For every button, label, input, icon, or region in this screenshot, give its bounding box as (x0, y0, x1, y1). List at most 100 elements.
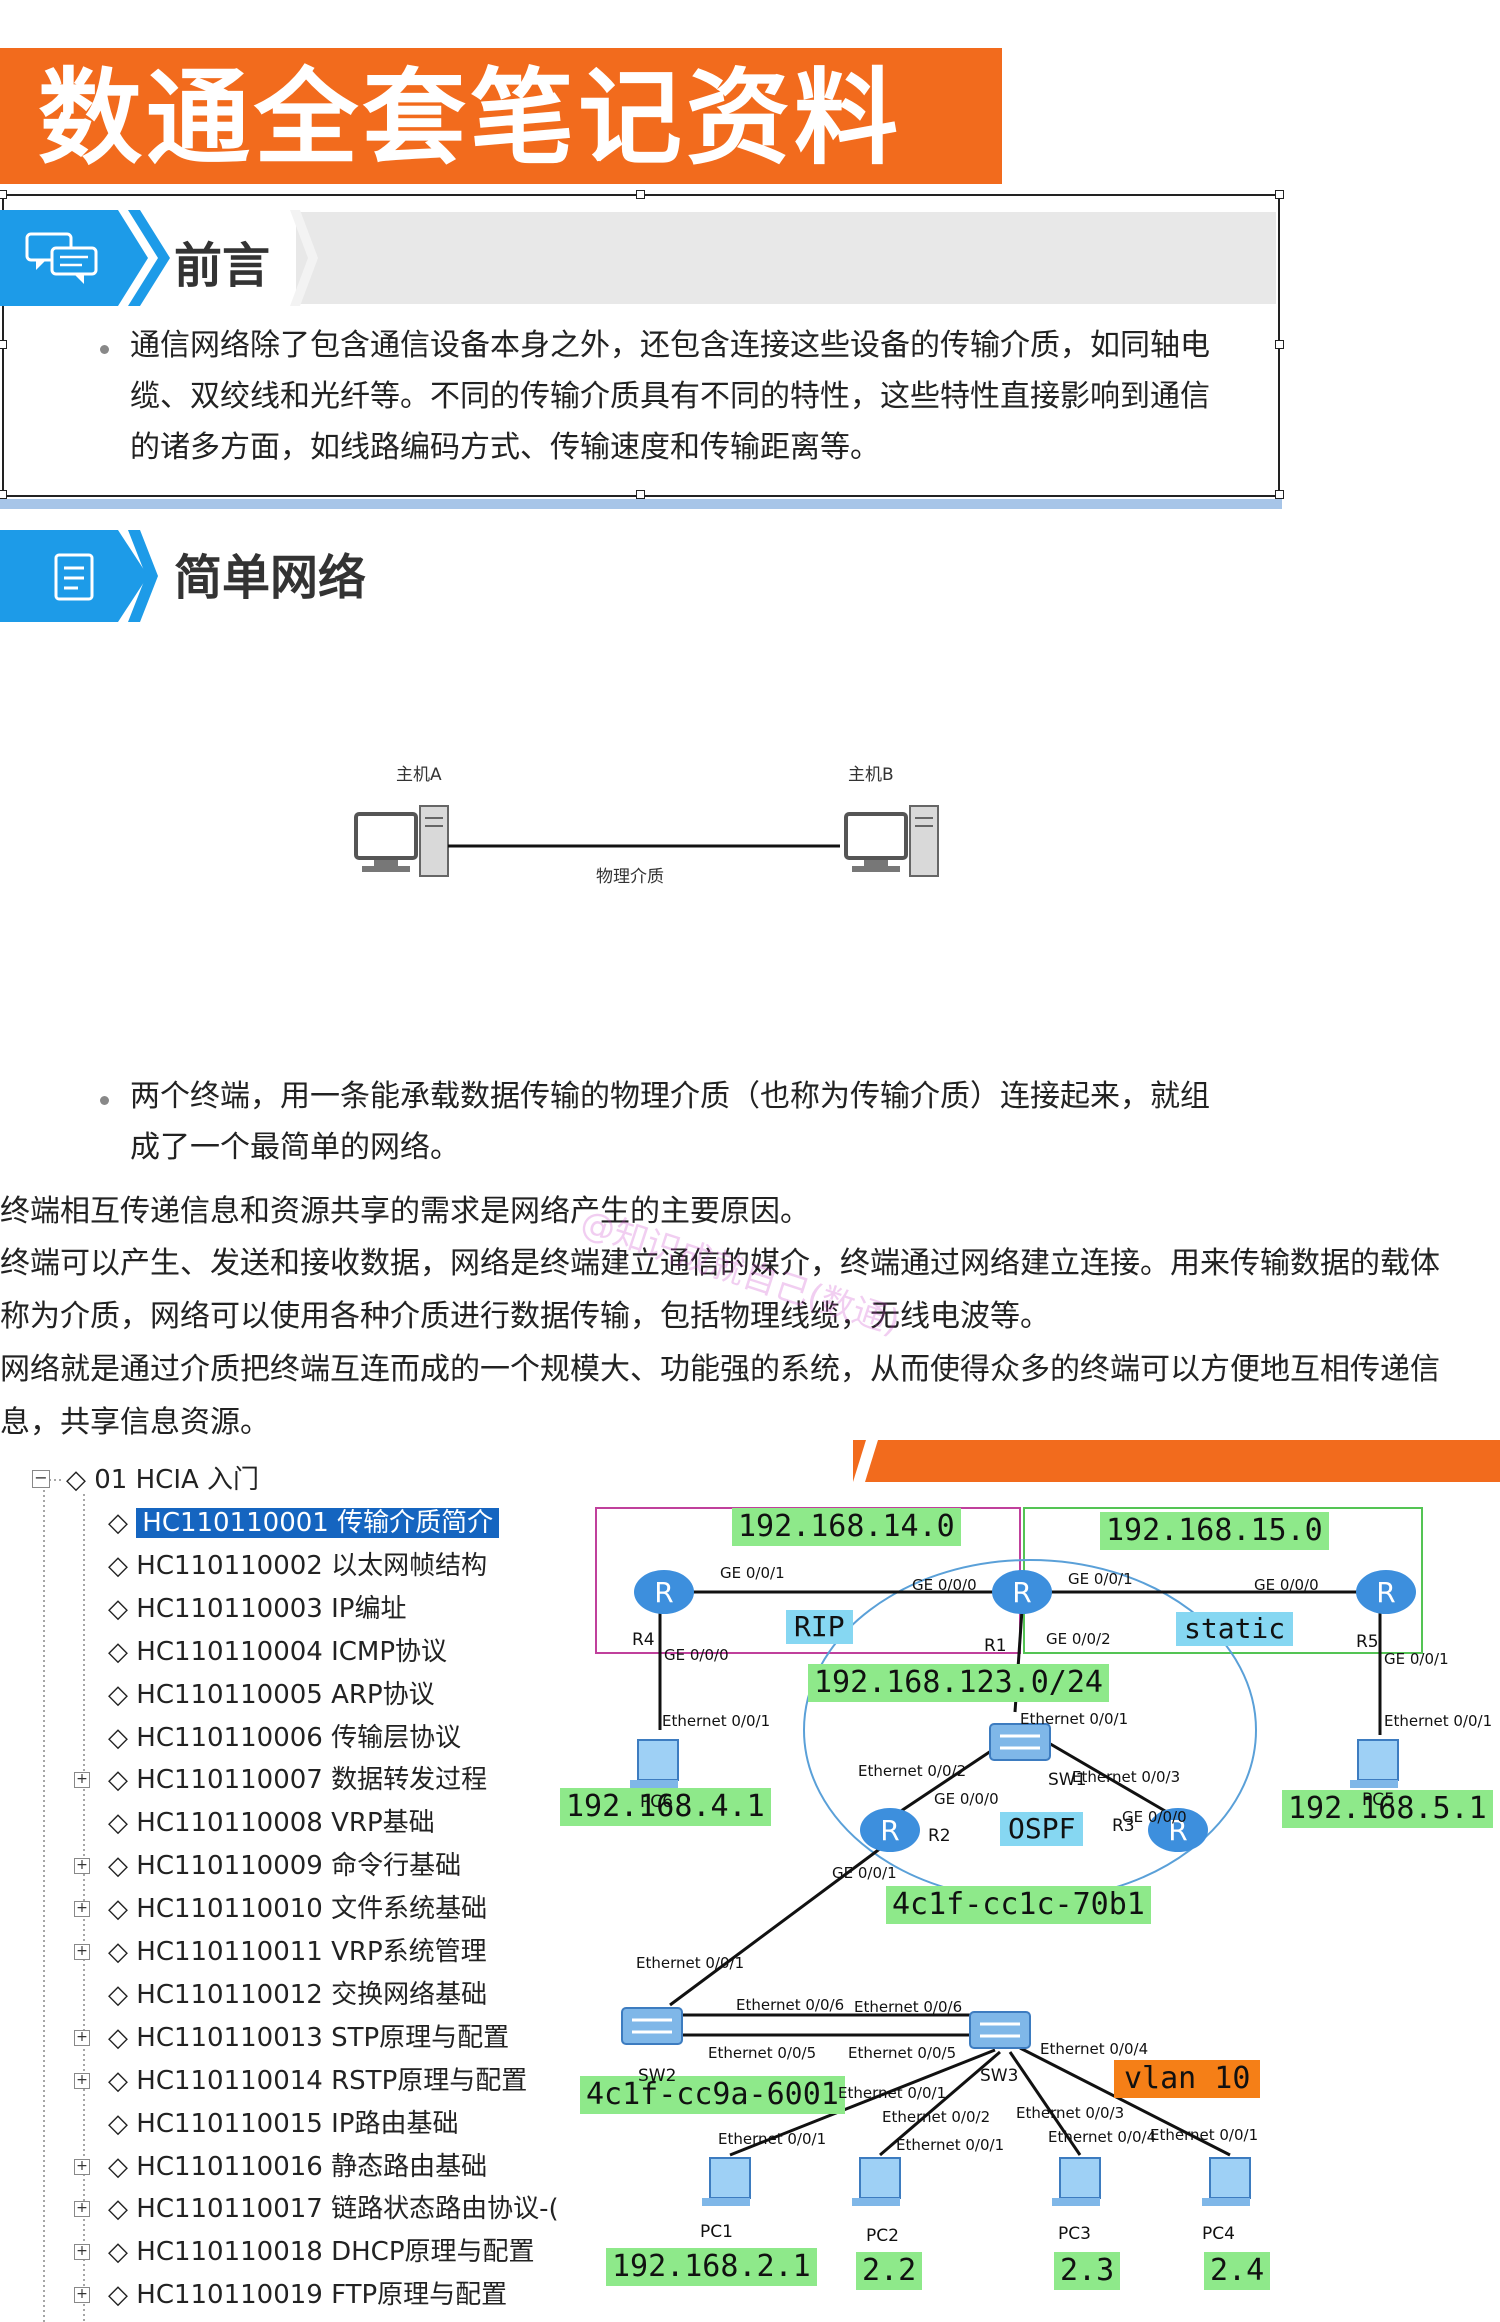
tree-node-icon: ◇ (108, 1979, 137, 2010)
collapse-toggle[interactable]: − (32, 1470, 50, 1488)
tree-item[interactable]: ◇ HC110110010 文件系统基础 (108, 1889, 487, 1929)
expand-toggle[interactable]: + (74, 2158, 90, 2175)
tree-item[interactable]: ◇ HC110110002 以太网帧结构 (108, 1546, 487, 1586)
device-name: PC6 (640, 1792, 673, 1812)
tree-item[interactable]: ◇ HC110110008 VRP基础 (108, 1803, 435, 1843)
resize-handle[interactable] (636, 190, 645, 199)
title-banner (0, 48, 1002, 184)
tree-item[interactable]: ◇ HC110110001 传输介质简介 (108, 1503, 500, 1543)
tree-item-label: HC110110003 IP编址 (136, 1593, 407, 1624)
tree-item[interactable]: ◇ HC110110013 STP原理与配置 (108, 2018, 509, 2058)
port-label: Ethernet 0/0/1 (1384, 1712, 1493, 1730)
device-name: R2 (928, 1826, 951, 1846)
tree-item-label: HC110110006 传输层协议 (136, 1722, 462, 1753)
body-line: 息，共享信息资源。 (0, 1405, 270, 1440)
tree-node-icon: ◇ (108, 1765, 137, 1796)
pc-icon (1052, 2157, 1101, 2206)
resize-handle[interactable] (0, 490, 7, 499)
port-label: Ethernet 0/0/2 (858, 1762, 967, 1780)
expand-toggle[interactable]: + (74, 2201, 90, 2218)
body-line: 终端相互传递信息和资源共享的需求是网络产生的主要原因。 (0, 1194, 810, 1229)
device-name: PC3 (1058, 2224, 1091, 2244)
expand-toggle[interactable]: + (74, 1858, 90, 1875)
tree-node-icon: ◇ (108, 1937, 137, 1967)
tree-node-icon: ◇ (108, 1679, 137, 1710)
simple-network-heading: 简单网络 (174, 550, 367, 606)
body-line: 终端可以产生、发送和接收数据，网络是终端建立通信的媒介，终端通过网络建立连接。用… (0, 1246, 1440, 1281)
tree-item[interactable]: ◇ HC110110014 RSTP原理与配置 (108, 2061, 527, 2101)
switch-icon (621, 2007, 683, 2045)
document-icon (54, 553, 94, 601)
router-icon: R (992, 1570, 1052, 1614)
expand-toggle[interactable]: + (74, 1944, 90, 1960)
resize-handle[interactable] (1275, 190, 1284, 199)
expand-toggle[interactable]: + (74, 2244, 90, 2261)
tree-lines (43, 1479, 85, 2322)
tree-item[interactable]: ◇ HC110110015 IP路由基础 (108, 2104, 458, 2144)
pc-icon (1350, 1739, 1399, 1788)
resize-handle[interactable] (1275, 340, 1284, 349)
tree-item[interactable]: ◇ HC110110012 交换网络基础 (108, 1975, 487, 2015)
resize-handle[interactable] (636, 490, 645, 499)
simple-network-header-tab (0, 530, 158, 622)
ip-label: 192.168.5.1 (1282, 1790, 1493, 1828)
ip-label: 192.168.4.1 (560, 1788, 771, 1826)
orange-bar (853, 1440, 1500, 1482)
tree-root[interactable]: ◇ 01 HCIA 入门 (66, 1460, 259, 1500)
svg-text:R: R (1012, 1576, 1031, 1609)
tree-root-label: 01 HCIA 入门 (94, 1465, 260, 1495)
expand-toggle[interactable]: + (74, 2029, 90, 2046)
resize-handle[interactable] (1275, 490, 1284, 499)
tree-node-icon: ◇ (108, 2065, 137, 2096)
port-label: Ethernet 0/0/1 (636, 1954, 745, 1972)
expand-toggle[interactable]: + (74, 1772, 90, 1789)
port-label: Ethernet 0/0/2 (882, 2108, 991, 2126)
tree-item[interactable]: ◇ HC110110017 链路状态路由协议-( (108, 2189, 559, 2229)
port-label: Ethernet 0/0/1 (1150, 2126, 1259, 2144)
tree-item[interactable]: ◇ HC110110009 命令行基础 (108, 1846, 461, 1886)
port-label: GE 0/0/1 (1068, 1570, 1133, 1588)
port-label: Ethernet 0/0/4 (1040, 2040, 1149, 2058)
port-label: Ethernet 0/0/1 (896, 2136, 1005, 2154)
expand-toggle[interactable]: + (74, 1901, 90, 1918)
tree-item[interactable]: ◇ HC110110005 ARP协议 (108, 1675, 435, 1715)
port-label: GE 0/0/1 (1384, 1650, 1449, 1668)
port-label: Ethernet 0/0/4 (1048, 2128, 1157, 2146)
simple-network-line: 成了一个最简单的网络。 (130, 1130, 460, 1165)
tree-item-label: HC110110008 VRP基础 (136, 1808, 435, 1839)
resize-handle[interactable] (0, 190, 7, 199)
tree-item[interactable]: ◇ HC110110011 VRP系统管理 (108, 1932, 487, 1972)
port-label: Ethernet 0/0/1 (662, 1712, 771, 1730)
pc-icon (630, 1739, 679, 1788)
body-line: 网络就是通过介质把终端互连而成的一个规模大、功能强的系统，从而使得众多的终端可以… (0, 1352, 1440, 1387)
expand-toggle[interactable]: + (74, 2072, 90, 2089)
port-label: GE 0/0/0 (664, 1646, 729, 1664)
expand-toggle[interactable]: + (74, 2287, 90, 2304)
tree-item[interactable]: ◇ HC110110016 静态路由基础 (108, 2147, 487, 2187)
ip-label: 2.3 (1054, 2252, 1121, 2290)
tree-node-icon: ◇ (108, 2280, 137, 2311)
tree-item-label: HC110110009 命令行基础 (136, 1851, 462, 1882)
network-label: 192.168.123.0/24 (808, 1664, 1109, 1702)
tree-item[interactable]: ◇ HC110110003 IP编址 (108, 1589, 406, 1629)
tree-item[interactable]: ◇ HC110110006 传输层协议 (108, 1718, 461, 1758)
device-name: SW1 (1048, 1770, 1087, 1790)
tree-node-icon: ◇ (66, 1465, 95, 1495)
tree-item-label: HC110110017 链路状态路由协议-( (136, 2194, 559, 2225)
preface-line: 通信网络除了包含通信设备本身之外，还包含连接这些设备的传输介质，如同轴电 (130, 328, 1210, 363)
port-label: GE 0/0/1 (720, 1564, 785, 1582)
device-name: R4 (632, 1630, 655, 1650)
port-label: GE 0/0/0 (912, 1576, 977, 1594)
port-label: GE 0/0/2 (1046, 1630, 1111, 1648)
preface-line: 的诸多方面，如线路编码方式、传输速度和传输距离等。 (130, 430, 880, 465)
port-label: Ethernet 0/0/1 (838, 2084, 947, 2102)
tree-item[interactable]: ◇ HC110110019 FTP原理与配置 (108, 2275, 507, 2315)
medium-label: 物理介质 (596, 867, 664, 887)
tree-item[interactable]: ◇ HC110110007 数据转发过程 (108, 1760, 487, 1800)
tree-node-icon: ◇ (108, 2194, 137, 2225)
tree-item[interactable]: ◇ HC110110018 DHCP原理与配置 (108, 2232, 535, 2272)
resize-handle[interactable] (0, 340, 7, 349)
tree-item[interactable]: ◇ HC110110004 ICMP协议 (108, 1632, 447, 1672)
preface-bottom-bar (0, 499, 1282, 509)
tree-node-icon: ◇ (108, 2022, 137, 2053)
